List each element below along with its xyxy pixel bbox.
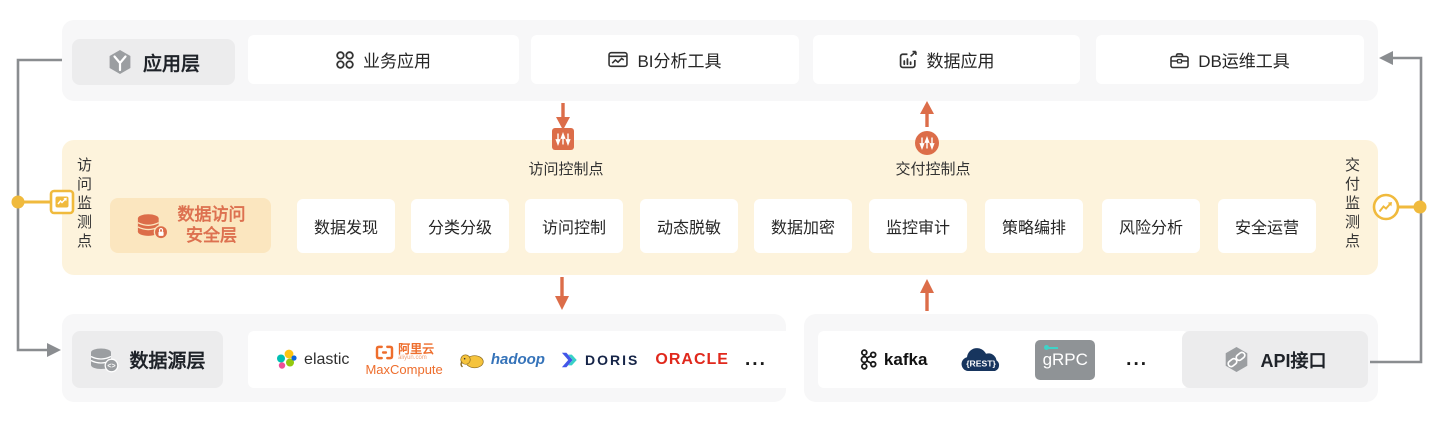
aliyun-bracket-icon	[375, 345, 394, 359]
rest-cloud-icon: {REST}	[961, 347, 1000, 371]
left-loop-arrowhead	[47, 343, 61, 357]
delivery-monitor-icon	[1372, 193, 1427, 221]
api-interface-label: API接口	[1260, 350, 1327, 371]
card-db-ops-tools: DB运维工具	[1096, 35, 1364, 84]
application-layer-label: 应用层	[142, 53, 200, 75]
elastic-icon	[277, 349, 297, 369]
grpc-accent-bar	[1044, 345, 1059, 350]
card-data-discovery: 数据发现	[297, 199, 395, 253]
access-monitor-vertical-label: 访问监测点	[75, 157, 92, 252]
card-classification: 分类分级	[411, 199, 509, 253]
kafka-logo: kafka	[859, 349, 927, 370]
interface-logo-card: kafka {REST} gRPC ...	[818, 331, 1189, 388]
api-interface-badge: API接口	[1182, 331, 1368, 388]
database-code-icon: <>	[91, 348, 119, 372]
left-loop-connector	[16, 58, 62, 352]
card-label: DB运维工具	[1198, 52, 1290, 71]
svg-text:{REST}: {REST}	[967, 358, 997, 368]
svg-text:<>: <>	[108, 363, 116, 370]
grid-circles-icon	[336, 50, 354, 69]
card-label: 数据应用	[926, 52, 995, 71]
security-badge-label: 数据访问 安全层	[177, 205, 246, 245]
card-data-encryption: 数据加密	[754, 199, 852, 253]
access-control-flow-arrow	[556, 103, 570, 130]
card-business-apps: 业务应用	[248, 35, 519, 84]
kafka-icon	[860, 349, 877, 370]
card-label: BI分析工具	[637, 52, 722, 71]
hexagon-link-icon	[1226, 347, 1248, 372]
card-policy-orchestration: 策略编排	[985, 199, 1083, 253]
hadoop-elephant-icon	[460, 353, 484, 368]
toolbox-icon	[1170, 52, 1189, 68]
delivery-control-flow-arrow	[920, 101, 934, 127]
card-security-operation: 安全运营	[1218, 199, 1316, 253]
card-label: 业务应用	[363, 52, 431, 71]
doris-chevron-icon	[561, 352, 577, 367]
delivery-monitor-vertical-label: 交付监测点	[1343, 157, 1360, 252]
interface-to-security-arrow	[920, 279, 934, 311]
more-interfaces-ellipsis: ...	[1126, 348, 1149, 370]
oracle-logo: ORACLE	[655, 350, 729, 368]
hadoop-logo: hadoop	[459, 351, 545, 369]
hexagon-y-icon	[109, 50, 131, 74]
right-loop-arrowhead	[1379, 51, 1393, 65]
data-source-layer-badge: <> 数据源层	[72, 331, 223, 388]
rest-logo: {REST}	[958, 344, 1004, 376]
elastic-logo: elastic	[276, 349, 349, 371]
database-lock-icon	[137, 213, 168, 239]
application-layer-badge: 应用层	[72, 39, 235, 85]
data-source-logo-card: elastic 阿里云 aliyun.com MaxCompute had	[248, 331, 795, 388]
maxcompute-logo: 阿里云 aliyun.com MaxCompute	[365, 342, 443, 377]
data-access-security-badge: 数据访问 安全层	[110, 198, 271, 253]
card-dynamic-masking: 动态脱敏	[640, 199, 738, 253]
access-control-point-label: 访问控制点	[528, 161, 604, 178]
delivery-control-point-label: 交付控制点	[895, 161, 971, 178]
card-access-control: 访问控制	[525, 199, 623, 253]
more-sources-ellipsis: ...	[745, 348, 767, 370]
chart-window-icon	[608, 51, 629, 68]
doris-logo: DORIS	[561, 351, 639, 369]
card-monitor-audit: 监控审计	[869, 199, 967, 253]
bar-chart-arrow-icon	[899, 50, 917, 69]
grpc-logo: gRPC	[1035, 339, 1096, 380]
card-data-apps: 数据应用	[813, 35, 1080, 84]
card-risk-analysis: 风险分析	[1102, 199, 1200, 253]
data-source-layer-label: 数据源层	[129, 351, 206, 372]
security-to-source-arrow	[555, 277, 569, 310]
card-bi-tools: BI分析工具	[531, 35, 799, 84]
